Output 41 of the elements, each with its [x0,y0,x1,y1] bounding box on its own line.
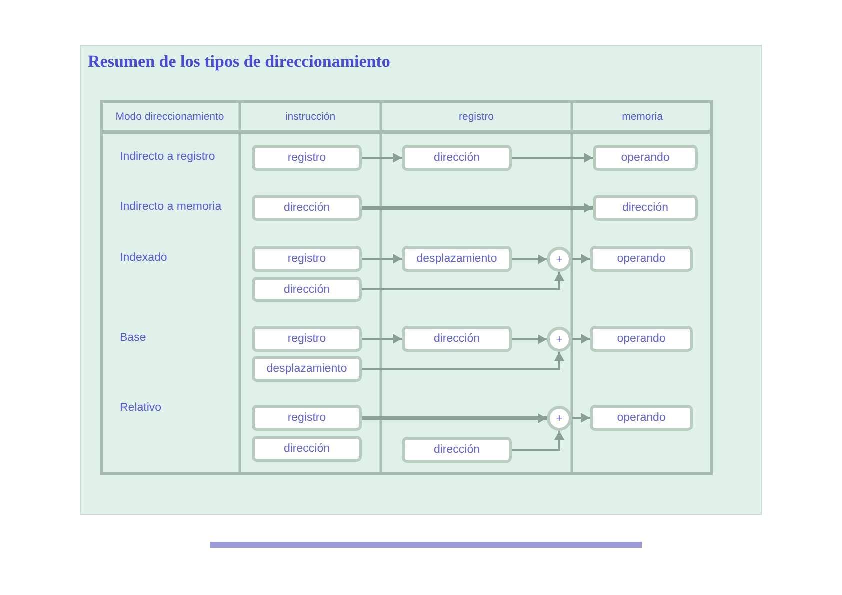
arrow [362,334,402,344]
data-box: dirección [252,277,362,302]
row-label: Indirecto a memoria [120,200,222,214]
row-label: Relativo [120,401,162,415]
arrow [572,334,590,344]
arrow [362,272,564,290]
data-box: operando [593,145,698,171]
row-label: Indexado [120,251,168,265]
data-box: dirección [593,195,698,221]
arrow [362,153,402,163]
slide-title: Resumen de los tipos de direccionamiento [88,52,390,72]
data-box: operando [590,405,693,431]
row-label: Indirecto a registro [120,150,216,164]
arrow [362,254,402,264]
data-box: registro [252,145,362,171]
data-box: dirección [252,195,362,221]
data-box: desplazamiento [252,356,362,382]
data-box: dirección [252,436,362,462]
arrow [572,413,590,423]
data-box: operando [590,246,693,272]
column-header: memoria [621,110,664,124]
data-box: operando [590,326,693,352]
arrow [512,153,593,163]
row-label: Base [120,331,146,345]
arrow [512,254,547,264]
data-box: registro [252,405,362,431]
data-box: registro [252,326,362,352]
column-header: Modo direccionamiento [114,110,226,124]
arrow [362,203,593,213]
arrow [512,334,547,344]
data-box: dirección [402,145,512,171]
arrow [572,254,590,264]
column-header: instrucción [284,110,337,124]
arrow [362,414,547,424]
arrow [362,352,564,370]
data-box: desplazamiento [402,246,512,272]
data-box: dirección [402,326,512,352]
arrow [512,431,564,451]
data-box: registro [252,246,362,272]
data-box: dirección [402,437,512,463]
column-header: registro [458,110,495,124]
